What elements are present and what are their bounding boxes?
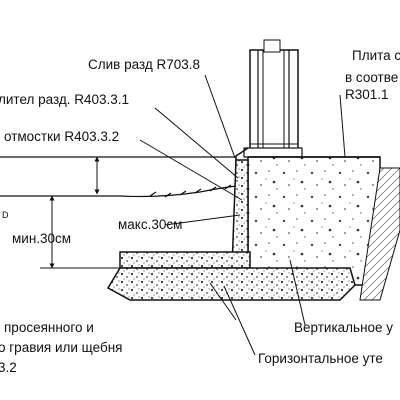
label-slab-line1: Плита с [352,48,400,63]
label-gravel-line3: 3.2 [0,360,17,375]
label-left-marker: D [2,210,9,220]
label-gravel-line1: просеянного и [4,320,94,335]
leader-lines [139,74,346,356]
ground-line [0,156,237,198]
label-horizontal-insulation: Горизонтальное уте [258,351,383,366]
horizontal-insulation-pad [119,251,251,269]
label-vertical-insulation: Вертикальное у [294,320,393,335]
label-slab-line3: R301.1 [345,87,389,102]
label-drain: Слив разд R703.8 [88,57,200,72]
right-soil-slope [359,167,400,301]
gravel-bed [106,267,356,301]
label-min-depth: мин.30см [12,231,71,246]
label-gravel-line2: о гравия или щебня [0,340,123,355]
label-insulation-section: лител разд. R403.3.1 [0,92,129,107]
wall-framing [243,39,303,158]
label-apron-section: отмостки R403.3.2 [4,129,119,144]
dimension-lines [40,156,120,269]
label-slab-line2: в соотве [345,70,398,85]
label-max-depth: макс.30см [118,217,182,232]
